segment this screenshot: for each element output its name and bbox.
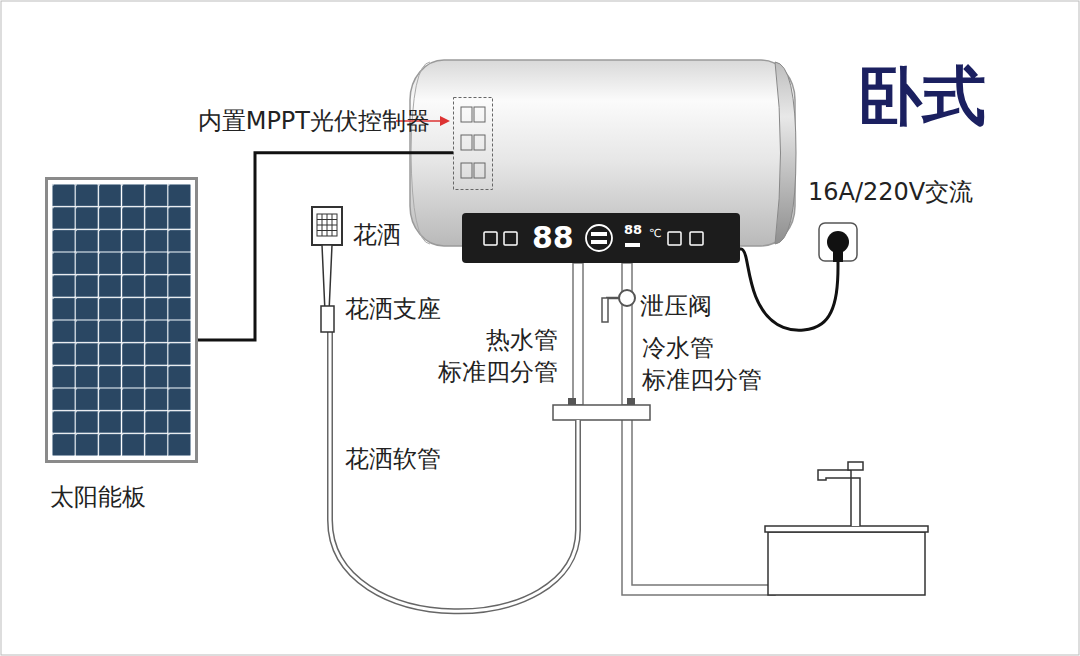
hot-pipe-label: 热水管 标准四分管: [400, 324, 558, 388]
shower-holder-label: 花洒支座: [345, 293, 441, 325]
power-label: 16A/220V交流: [808, 176, 973, 208]
shower-head-label: 花洒: [353, 219, 401, 251]
panel-label: 太阳能板: [50, 481, 146, 513]
sink: [765, 526, 928, 595]
relief-valve-label: 泄压阀: [640, 290, 712, 322]
power-socket-shape: [818, 222, 858, 262]
display-panel-shape: [462, 213, 740, 263]
power-socket: 16A/220V交流: [818, 222, 858, 262]
relief-valve: [602, 290, 635, 322]
display-digits: 88: [532, 218, 574, 258]
controller-label: 内置MPPT光伏控制器: [198, 105, 430, 137]
controller-box-shape: [453, 97, 493, 190]
display-panel: 88 88 ℃: [462, 213, 740, 263]
cold-pipe-label: 冷水管 标准四分管: [642, 332, 802, 396]
hot-water-pipe: [573, 263, 583, 405]
shower-head: [312, 207, 342, 312]
shower-hose-label: 花洒软管: [345, 443, 441, 475]
solar-wire: [198, 153, 453, 340]
unit-mark: ℃: [649, 227, 661, 241]
faucet: [818, 462, 863, 526]
shower-holder: [321, 306, 334, 332]
cold-water-pipe: [622, 263, 775, 595]
mixing-valve: [553, 398, 650, 420]
title: 卧式: [858, 56, 986, 136]
display-digits-small: 88: [624, 222, 642, 238]
controller-box: 内置MPPT光伏控制器: [453, 97, 493, 190]
solar-panel: 太阳能板: [45, 177, 198, 463]
solar-panel-shape: [45, 177, 198, 463]
